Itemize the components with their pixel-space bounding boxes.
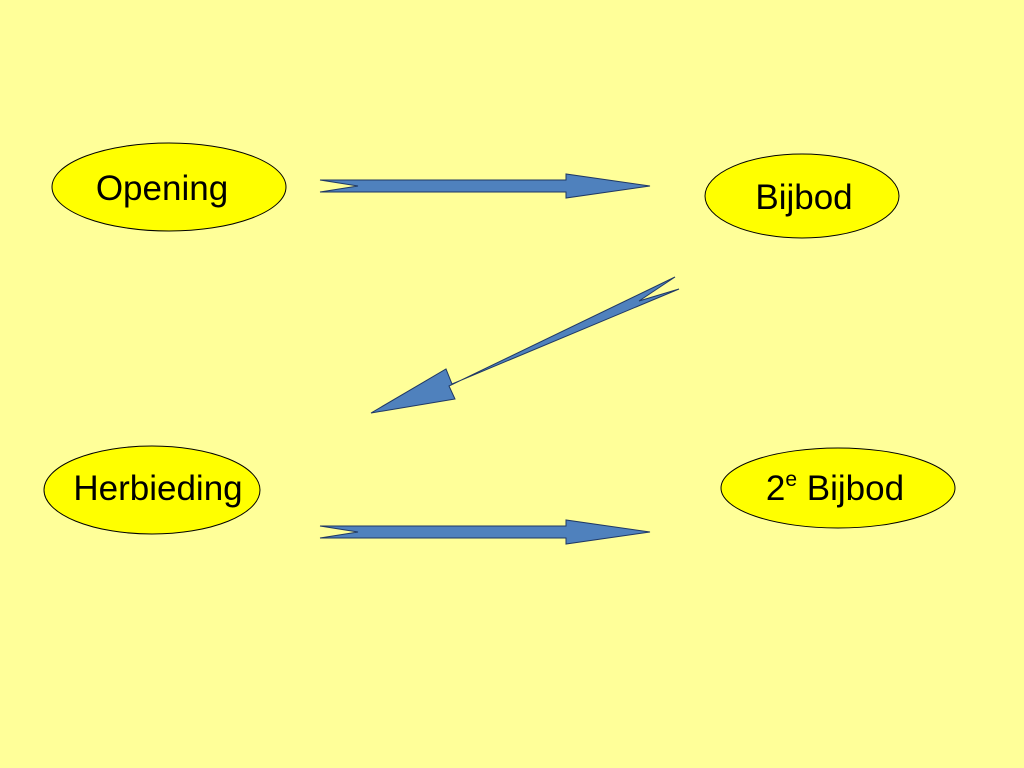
node-second-bijbod-label: 2e Bijbod — [766, 468, 904, 508]
node-second-bijbod-text: Bijbod — [797, 469, 904, 508]
arrow-herbieding-to-second-bijbod — [319, 519, 651, 545]
node-bijbod-shape — [704, 153, 900, 239]
node-opening: Opening — [51, 142, 287, 232]
arrow-bijbod-to-herbieding — [370, 276, 680, 414]
node-bijbod: Bijbod — [704, 153, 900, 239]
node-second-bijbod-number: 2 — [766, 469, 785, 508]
node-bijbod-label: Bijbod — [755, 178, 852, 217]
node-herbieding-label: Herbieding — [73, 469, 242, 508]
node-herbieding-shape — [43, 445, 261, 535]
node-second-bijbod-superscript: e — [785, 468, 797, 491]
node-opening-label: Opening — [96, 169, 228, 208]
node-opening-shape — [51, 142, 287, 232]
node-second-bijbod-shape — [720, 447, 956, 529]
node-second-bijbod: 2e Bijbod — [720, 447, 956, 529]
arrow-opening-to-bijbod — [319, 173, 651, 199]
node-herbieding: Herbieding — [43, 445, 261, 535]
